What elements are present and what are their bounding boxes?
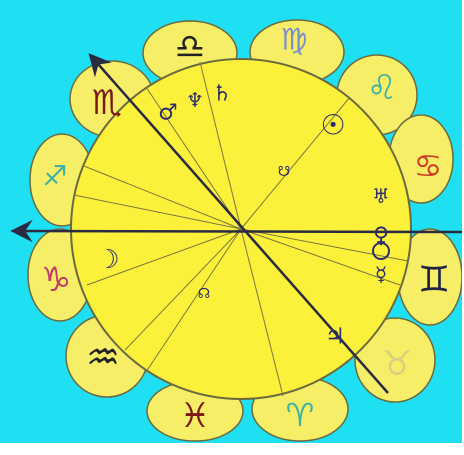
mars-icon: ♂: [158, 101, 178, 126]
libra-icon: ♎: [175, 27, 205, 67]
ascendant-axis: [14, 231, 462, 232]
taurus-icon: ♉: [382, 344, 412, 384]
aquarius-icon: ♒: [86, 335, 120, 379]
uranus-icon: ♅: [372, 184, 390, 208]
astrology-chart-wheel: ♎ ♍ ♌ ♋ ♊ ♉ ♈ ♓ ♒ ♑ ♐ ♏ ♂ ♆ ♄ ☉ ♅ ♀ ☿ ☽ …: [0, 0, 462, 443]
mercury-icon: ☿: [375, 262, 387, 286]
sun-icon: ☉: [320, 109, 345, 142]
gemini-icon: ♊: [418, 260, 450, 301]
north-node-icon: ☊: [198, 286, 210, 302]
neptune-icon: ♆: [186, 88, 204, 112]
pisces-icon: ♓: [180, 396, 210, 436]
south-node-icon: ☋: [278, 164, 290, 180]
cancer-icon: ♋: [414, 147, 443, 185]
saturn-icon: ♄: [212, 82, 232, 107]
scorpio-icon: ♏: [92, 83, 122, 123]
aries-icon: ♈: [286, 396, 315, 434]
chart-background: ♎ ♍ ♌ ♋ ♊ ♉ ♈ ♓ ♒ ♑ ♐ ♏ ♂ ♆ ♄ ☉ ♅ ♀ ☿ ☽ …: [0, 0, 462, 443]
leo-icon: ♌: [367, 68, 397, 108]
jupiter-icon: ♃: [325, 325, 345, 350]
virgo-icon: ♍: [281, 23, 308, 58]
sagittarius-icon: ♐: [42, 160, 67, 193]
capricorn-icon: ♑: [41, 260, 71, 300]
moon-icon: ☽: [96, 245, 119, 275]
